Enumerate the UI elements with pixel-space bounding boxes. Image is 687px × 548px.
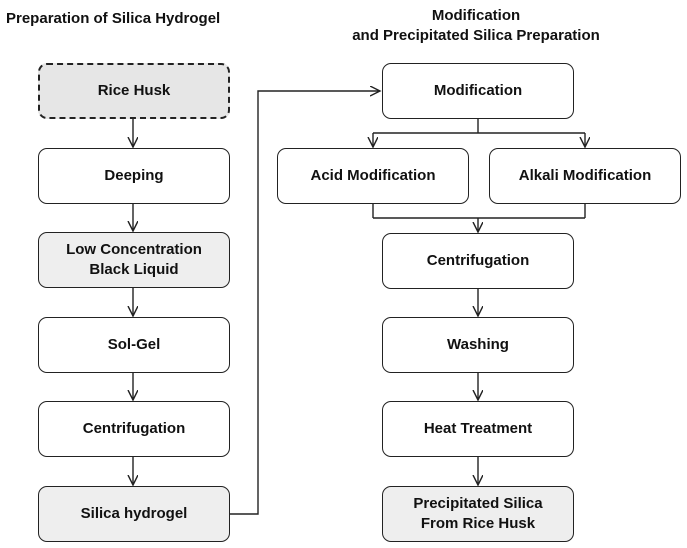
node-acid-modification: Acid Modification [277, 148, 469, 204]
right-section-title-line2: and Precipitated Silica Preparation [352, 27, 600, 44]
node-black-liquid-line2: Black Liquid [89, 261, 179, 278]
node-precipitated-silica-line2: From Rice Husk [420, 515, 536, 532]
right-section-title: Modification and Precipitated Silica Pre… [318, 6, 634, 46]
node-centrifugation-left: Centrifugation [38, 401, 230, 457]
node-sol-gel: Sol-Gel [38, 317, 230, 373]
node-rice-husk: Rice Husk [38, 63, 230, 119]
node-washing: Washing [382, 317, 574, 373]
node-black-liquid: Low Concentration Black Liquid [38, 232, 230, 288]
arrow-hydrogel-modification [230, 91, 379, 515]
left-section-title: Preparation of Silica Hydrogel [6, 10, 221, 27]
node-silica-hydrogel: Silica hydrogel [38, 486, 230, 542]
node-heat-treatment: Heat Treatment [382, 401, 574, 457]
node-modification: Modification [382, 63, 574, 119]
node-black-liquid-line1: Low Concentration [66, 241, 202, 258]
node-alkali-modification: Alkali Modification [489, 148, 681, 204]
node-centrifugation-right: Centrifugation [382, 233, 574, 289]
node-deeping: Deeping [38, 148, 230, 204]
node-precipitated-silica-line1: Precipitated Silica [413, 495, 543, 512]
right-section-title-line1: Modification [431, 7, 521, 24]
node-precipitated-silica: Precipitated Silica From Rice Husk [382, 486, 574, 542]
